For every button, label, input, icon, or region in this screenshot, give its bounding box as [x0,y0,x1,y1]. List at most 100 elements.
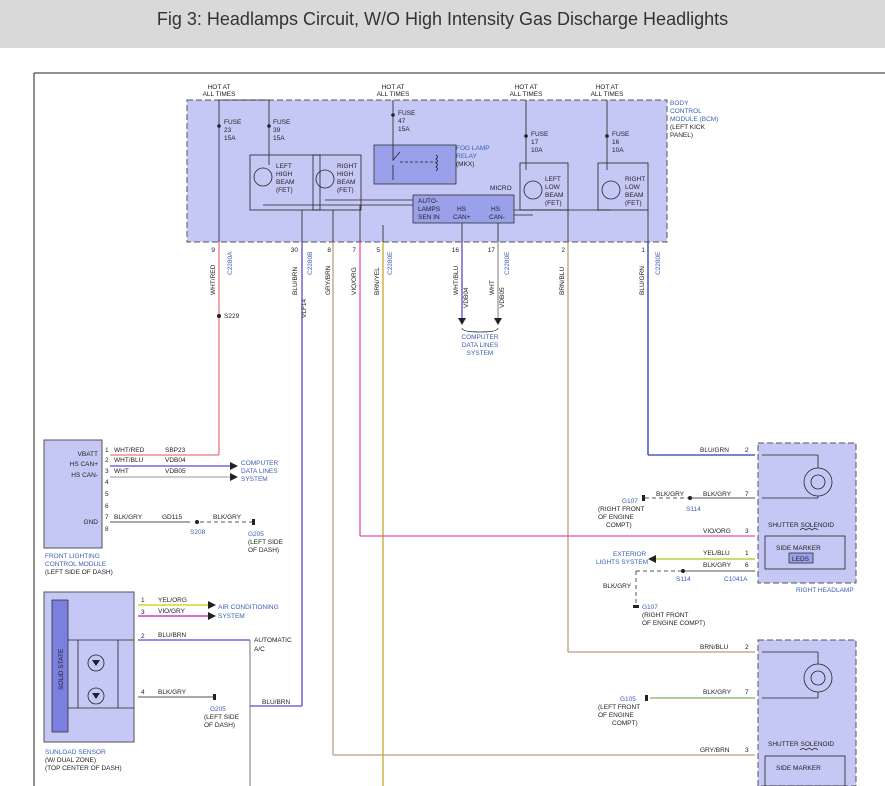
svg-text:(FET): (FET) [625,200,642,207]
svg-text:10A: 10A [531,147,543,154]
svg-text:HS CAN+: HS CAN+ [70,461,99,468]
left-headlamp: SHUTTER SOLENOID SIDE MARKER [757,639,857,786]
svg-text:(LEFT KICK: (LEFT KICK [670,124,706,131]
svg-text:SHUTTER SOLENOID: SHUTTER SOLENOID [768,522,834,529]
svg-text:BODY: BODY [670,100,689,107]
svg-text:1: 1 [105,447,109,454]
svg-text:(FET): (FET) [337,187,354,194]
svg-text:FUSE: FUSE [398,110,416,117]
svg-text:C2280A: C2280A [227,251,234,275]
wire-wht: WHT VDB05 [489,242,506,325]
bcm-name: BODY CONTROL MODULE (BCM) (LEFT KICK PAN… [670,100,718,139]
svg-text:(FET): (FET) [545,200,562,207]
sunload-sensor: SOLID STATE SUNLOAD SENSOR (W/ DUAL ZONE… [43,591,135,772]
svg-text:17: 17 [488,247,496,254]
svg-text:OF DASH): OF DASH) [248,547,279,554]
fog-lamp-relay: FOG LAMP RELAY (MKX) [392,145,490,180]
svg-text:G107: G107 [642,604,658,611]
bcm-pins: 9 30 8 7 5 16 17 2 1 C2280A C2280B C2280… [211,247,662,275]
svg-text:(LEFT SIDE: (LEFT SIDE [248,539,284,546]
svg-text:WHT/BLU: WHT/BLU [453,265,460,295]
svg-text:C2280B: C2280B [307,252,314,276]
svg-text:S208: S208 [190,529,206,536]
svg-text:AIR CONDITIONING: AIR CONDITIONING [218,604,279,611]
svg-text:C2280E: C2280E [655,251,662,275]
svg-text:VBATT: VBATT [78,451,98,458]
svg-text:4: 4 [141,689,145,696]
svg-text:OF ENGINE: OF ENGINE [598,514,634,521]
svg-text:BRN/BLU: BRN/BLU [700,644,728,651]
svg-text:COMPUTER: COMPUTER [461,334,499,341]
svg-text:3: 3 [105,468,109,475]
svg-text:S229: S229 [224,313,240,320]
svg-text:(FET): (FET) [276,187,293,194]
svg-text:MICRO: MICRO [490,185,512,192]
svg-text:(W/ DUAL ZONE): (W/ DUAL ZONE) [45,757,96,764]
svg-text:47: 47 [398,118,406,125]
svg-text:5: 5 [105,491,109,498]
svg-text:DATA LINES: DATA LINES [241,468,278,475]
wire-brn-yel: BRN/YEL [374,242,384,786]
svg-text:(TOP CENTER OF DASH): (TOP CENTER OF DASH) [45,765,122,772]
svg-text:ALL TIMES: ALL TIMES [510,91,544,98]
svg-text:FOG LAMP: FOG LAMP [456,145,490,152]
svg-text:30: 30 [291,247,299,254]
svg-text:(RIGHT FRONT: (RIGHT FRONT [642,612,688,619]
svg-text:VDB05: VDB05 [165,468,186,475]
svg-text:HOT AT: HOT AT [382,84,405,91]
svg-text:HIGH: HIGH [337,171,354,178]
svg-text:39: 39 [273,127,281,134]
wire-blu-brn: BLU/BRN VLF14 [292,242,308,706]
svg-text:BRN/YEL: BRN/YEL [374,267,381,295]
body-control-module [186,99,668,243]
computer-data-lines-flcm: COMPUTER DATA LINES SYSTEM [241,460,279,483]
svg-text:(LEFT SIDE OF DASH): (LEFT SIDE OF DASH) [45,569,113,576]
svg-text:C2280E: C2280E [387,251,394,275]
svg-text:3: 3 [745,528,749,535]
svg-text:BLK/GRY: BLK/GRY [656,491,685,498]
wire-vio-org: VIO/ORG [351,242,361,536]
svg-text:2: 2 [745,644,749,651]
left-headlamp-wires: BRN/BLU 2 BLK/GRY 7 G105 (LEFT FRONT OF … [333,644,755,756]
svg-text:2: 2 [105,457,109,464]
svg-text:2: 2 [745,447,749,454]
svg-text:VDB04: VDB04 [463,287,470,308]
right-headlamp: SHUTTER SOLENOID SIDE MARKER LEDS RIGHT … [757,442,857,594]
svg-text:HOT AT: HOT AT [208,84,231,91]
svg-text:G205: G205 [248,531,264,538]
svg-text:RIGHT: RIGHT [625,176,645,183]
svg-text:BEAM: BEAM [276,179,294,186]
svg-text:WHT/RED: WHT/RED [210,264,217,295]
svg-text:6: 6 [105,503,109,510]
svg-text:BLU/GRN: BLU/GRN [639,266,646,295]
svg-text:BEAM: BEAM [337,179,355,186]
svg-text:S114: S114 [686,506,701,513]
svg-text:2: 2 [561,247,565,254]
svg-text:LEDS: LEDS [792,556,810,563]
svg-text:10A: 10A [612,147,624,154]
svg-text:CONTROL: CONTROL [670,108,702,115]
svg-text:9: 9 [211,247,215,254]
svg-text:HS CAN-: HS CAN- [71,472,98,479]
svg-text:16: 16 [612,139,620,146]
svg-text:7: 7 [745,491,749,498]
svg-text:LEFT: LEFT [276,163,292,170]
hot-at-all-times-labels: HOT AT ALL TIMES HOT AT ALL TIMES HOT AT… [203,84,625,98]
svg-text:SYSTEM: SYSTEM [241,476,268,483]
svg-text:HS: HS [491,206,501,213]
svg-text:3: 3 [141,609,145,616]
flcm-pins: 1 2 3 4 5 6 7 8 [105,447,109,533]
wire-gry-brn: GRY/BRN [325,242,334,755]
svg-text:RIGHT HEADLAMP: RIGHT HEADLAMP [796,587,854,594]
svg-text:GRY/BRN: GRY/BRN [700,747,730,754]
svg-text:CONTROL MODULE: CONTROL MODULE [45,561,107,568]
figure-title: Fig 3: Headlamps Circuit, W/O High Inten… [156,9,729,29]
svg-text:S114: S114 [676,576,691,583]
svg-text:OF ENGINE: OF ENGINE [598,712,634,719]
svg-text:1: 1 [641,247,645,254]
svg-text:BEAM: BEAM [545,192,563,199]
svg-text:LEFT: LEFT [545,176,561,183]
front-lighting-control-module: VBATT HS CAN+ HS CAN- GND FRONT LIGHTING… [43,439,113,576]
svg-text:23: 23 [224,127,232,134]
